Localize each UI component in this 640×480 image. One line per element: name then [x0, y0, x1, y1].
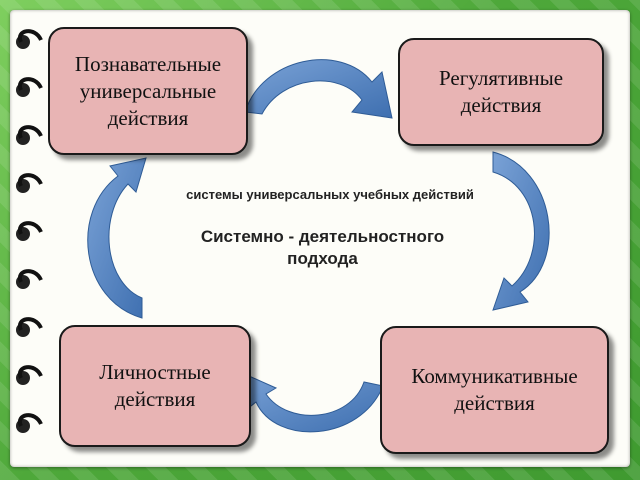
binder-ring-icon — [16, 317, 43, 337]
binder-ring-icon — [16, 29, 43, 49]
curved-arrow-icon — [239, 371, 384, 433]
box-cognitive-label: Познавательные универсальные действия — [74, 51, 222, 130]
curved-arrow-icon — [244, 59, 393, 119]
binder-ring-icon — [16, 413, 43, 433]
center-title: Системно - деятельностного подхода — [200, 227, 445, 268]
binder-ring-icon — [16, 77, 43, 97]
curved-arrow-icon — [87, 157, 147, 319]
binder-ring-icon — [16, 365, 43, 385]
box-personal-label: Личностные действия — [99, 360, 211, 411]
box-regulatory-label: Регулятивные действия — [438, 66, 564, 117]
box-personal-actions: Личностные действия — [59, 325, 251, 447]
box-cognitive-actions: Познавательные универсальные действия — [48, 27, 248, 155]
binder-ring-icon — [16, 269, 43, 289]
binder-ring-icon — [16, 125, 43, 145]
box-communicative-label: Коммуникативные действия — [411, 364, 578, 415]
center-subtitle: системы универсальных учебных действий — [186, 187, 474, 202]
binder-ring-icon — [16, 221, 43, 241]
box-communicative-actions: Коммуникативные действия — [380, 326, 609, 454]
curved-arrow-icon — [492, 151, 550, 311]
box-regulatory-actions: Регулятивные действия — [398, 38, 604, 146]
binder-ring-icon — [16, 173, 43, 193]
